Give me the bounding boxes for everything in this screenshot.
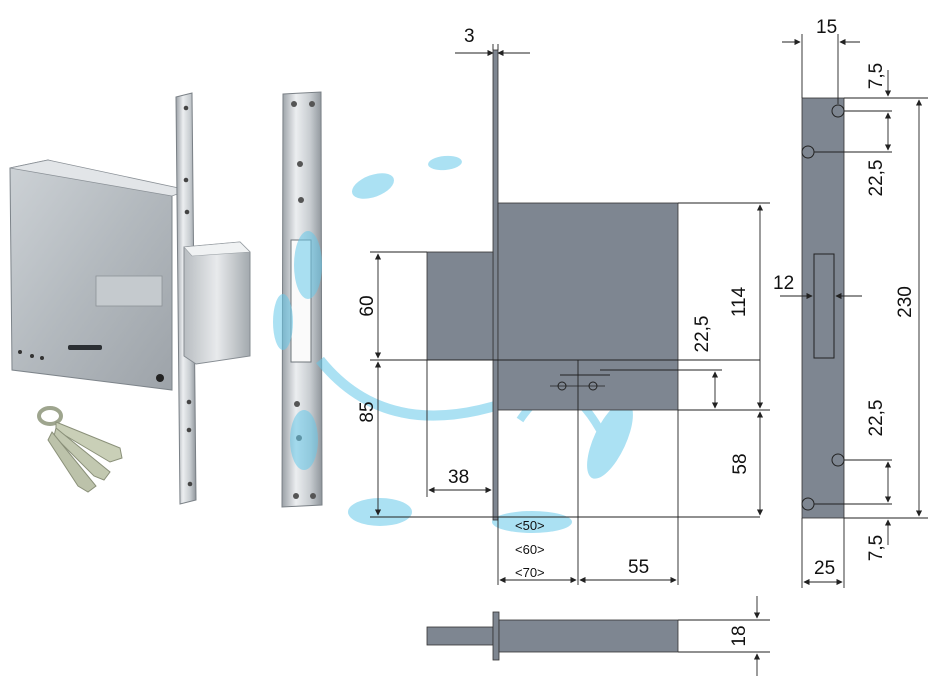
backset-option-1: <50> — [515, 518, 545, 533]
dim-keyhole-offset: 22,5 — [692, 316, 713, 353]
strike-plate-drawing — [801, 97, 845, 519]
dimension-lines — [370, 44, 770, 676]
dim-strike-hole-spacing-bottom: 22,5 — [866, 400, 887, 437]
dim-strike-width-top: 15 — [816, 17, 837, 38]
dim-strike-width-bottom: 25 — [814, 558, 835, 579]
dim-keyhole-to-bottom: 58 — [730, 453, 751, 474]
dim-case-depth-part: 55 — [628, 557, 649, 578]
bolt-section-view — [426, 611, 679, 661]
backset-option-3: <70> — [515, 565, 545, 580]
dim-strike-slot-width: 12 — [773, 273, 794, 294]
backset-option-2: <60> — [515, 542, 545, 557]
dim-strike-length: 230 — [895, 286, 916, 318]
lock-side-view — [426, 49, 679, 521]
dim-faceplate-thickness: 3 — [464, 26, 475, 47]
dim-strike-bottom-margin: 7,5 — [866, 535, 887, 561]
dim-strike-top-margin: 7,5 — [866, 63, 887, 89]
lock-photo — [9, 92, 251, 505]
dim-bolt-section: 18 — [729, 625, 750, 646]
keys-photo — [37, 406, 123, 493]
dim-case-height: 114 — [729, 286, 750, 317]
strike-dimension-lines — [780, 34, 928, 588]
dim-bolt-to-bottom: 85 — [357, 401, 378, 422]
dim-strike-hole-spacing-top: 22,5 — [866, 160, 887, 197]
dim-bolt-throw: 38 — [448, 467, 469, 488]
dim-bolt-height: 60 — [357, 295, 378, 316]
